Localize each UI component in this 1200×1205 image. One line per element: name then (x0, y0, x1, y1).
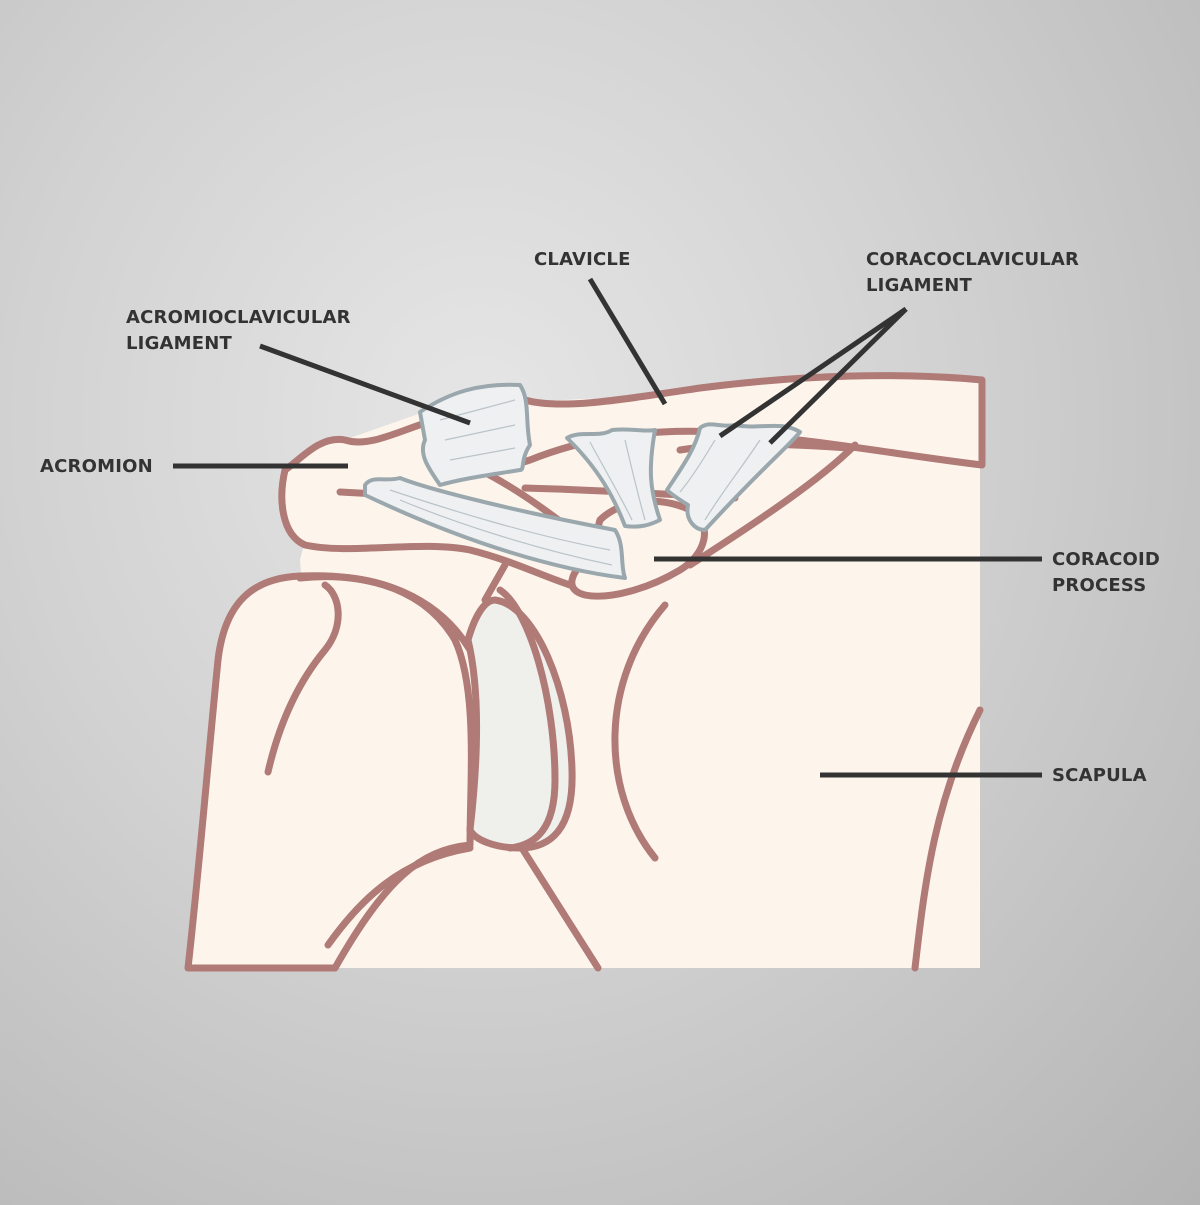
glenoid-cavity (496, 586, 559, 852)
label-line: LIGAMENT (126, 333, 233, 354)
coracoid-line (686, 441, 859, 569)
label-acromioclavicular-ligament: ACROMIOCLAVICULAR LIGAMENT (126, 305, 351, 357)
glenoid-labrum (464, 596, 576, 852)
humerus-head-line (264, 581, 342, 776)
label-acromion: ACROMION (40, 456, 153, 477)
conoid-ligament (565, 427, 662, 529)
label-line: CORACOID (1052, 549, 1161, 570)
label-line: PROCESS (1052, 575, 1147, 596)
label-scapula: SCAPULA (1052, 765, 1147, 786)
scapula-lateral-border (911, 706, 984, 972)
label-line: CORACOCLAVICULAR (866, 249, 1080, 270)
scapula-spine-edge (611, 601, 669, 862)
label-line: LIGAMENT (866, 275, 973, 296)
clavicle-leader (587, 277, 668, 406)
humerus-neck-line (324, 844, 474, 949)
label-line: ACROMIOCLAVICULAR (126, 307, 351, 328)
acromioclavicular-ligament (418, 382, 532, 487)
label-coracoclavicular-ligament: CORACOCLAVICULAR LIGAMENT (866, 247, 1079, 299)
label-coracoid-process: CORACOID PROCESS (1052, 547, 1160, 599)
cc-leader-1 (718, 306, 908, 439)
cc-leader-2 (768, 307, 908, 445)
scapula-neck (516, 841, 602, 972)
label-clavicle: CLAVICLE (534, 249, 631, 270)
humerus-top-line (296, 573, 474, 654)
glenoid-line (481, 561, 509, 604)
ac-leader (259, 343, 471, 426)
